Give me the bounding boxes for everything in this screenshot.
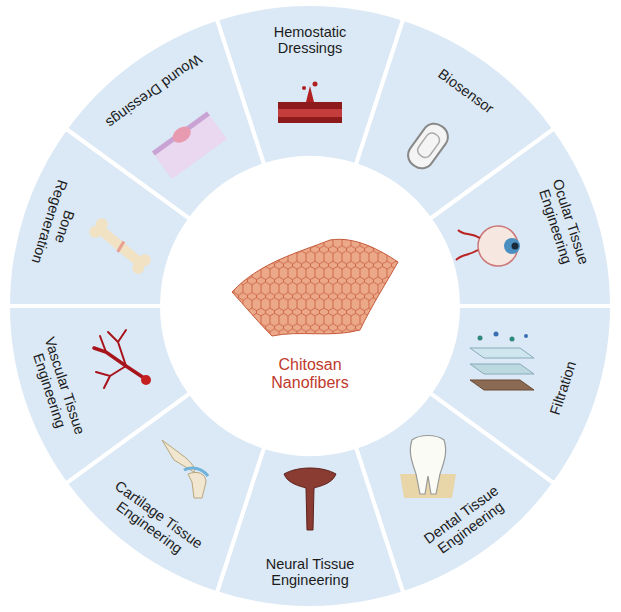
center-label: Chitosan Nanofibers	[245, 354, 375, 394]
application-sector: Filtration	[533, 322, 593, 454]
sector-label: Filtration	[536, 327, 590, 450]
center-title: Chitosan Nanofibers	[249, 356, 371, 392]
sector-label: Dental Tissue Engineering	[407, 472, 526, 571]
sector-label: Bone Regeneration	[22, 160, 91, 288]
application-sector: Wound Dressings	[94, 44, 213, 138]
nanofiber-mesh	[232, 239, 398, 336]
sector-label: Neural Tissue Engineering	[248, 556, 372, 588]
tooth-icon	[400, 436, 456, 499]
sector-shape	[430, 128, 612, 306]
sector-label: Cartilage Tissue Engineering	[94, 472, 213, 571]
eye-icon	[456, 226, 520, 266]
sector-shape	[8, 306, 190, 484]
sector-label: Hemostatic Dressings	[248, 24, 372, 56]
application-sector: Bone Regeneration	[19, 156, 94, 293]
center-disc	[162, 158, 458, 454]
vessel-icon	[94, 330, 151, 388]
sector-label: Vascular Tissue Engineering	[22, 324, 91, 452]
sector-label: Wound Dressings	[99, 48, 209, 134]
application-sector: Dental Tissue Engineering	[402, 468, 530, 575]
knee-icon	[162, 440, 208, 498]
application-sector: Neural Tissue Engineering	[244, 554, 376, 590]
application-sector: Biosensor	[407, 44, 526, 138]
hemostatic-icon	[278, 82, 342, 124]
bone-icon	[87, 216, 153, 277]
application-sector: Ocular Tissue Engineering	[525, 156, 600, 293]
skin-icon	[150, 109, 227, 179]
sector-label: Ocular Tissue Engineering	[528, 160, 597, 288]
biosensor-icon	[403, 119, 452, 173]
sector-label: Biosensor	[411, 48, 521, 134]
spinal-cord-icon	[284, 468, 336, 530]
application-sector: Hemostatic Dressings	[244, 22, 376, 58]
application-sector: Vascular Tissue Engineering	[19, 320, 94, 457]
filtration-icon	[470, 332, 534, 391]
application-sector: Cartilage Tissue Engineering	[90, 468, 218, 575]
